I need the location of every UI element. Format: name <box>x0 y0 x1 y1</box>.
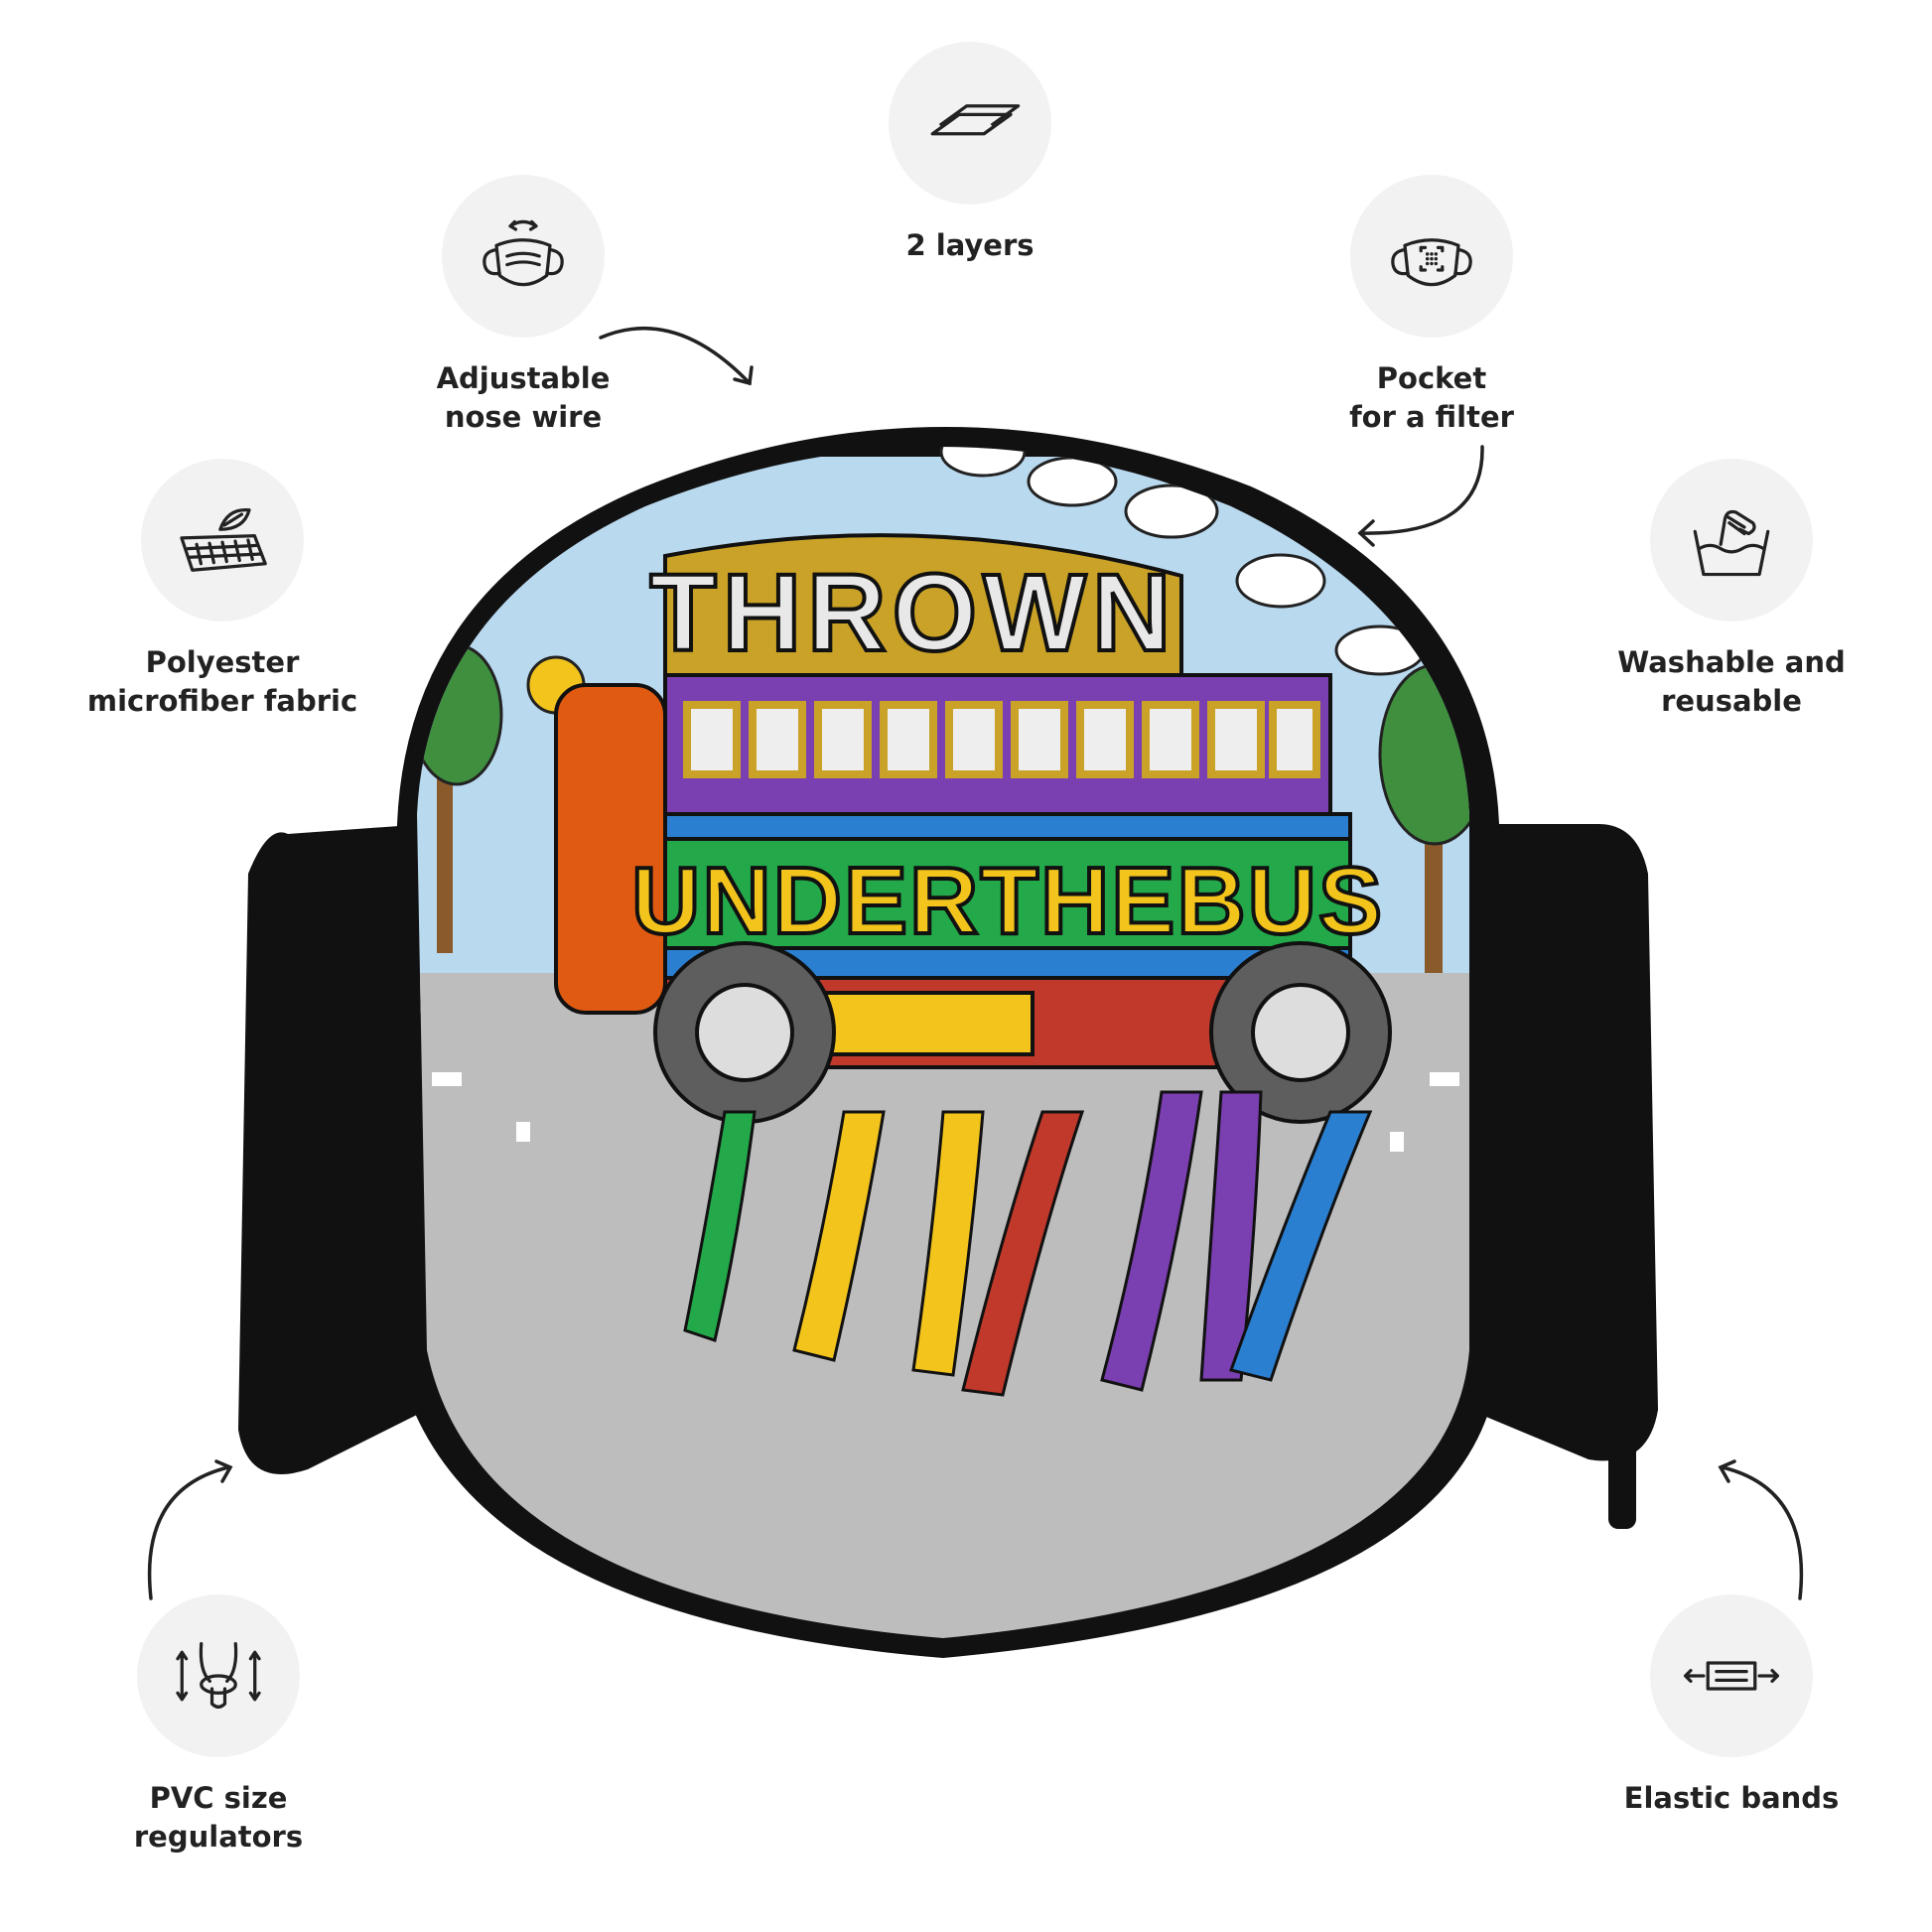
bus-bottom-words: UNDERTHEBUS <box>631 848 1384 954</box>
feature-pocket: Pocket for a filter <box>1283 175 1581 437</box>
arrow-elastic <box>1718 1459 1804 1600</box>
feature-nose-wire: Adjustable nose wire <box>374 175 672 437</box>
feature-washable: Washable and reusable <box>1583 459 1880 721</box>
feature-label: 2 layers <box>905 228 1035 262</box>
arrow-regulators <box>147 1459 233 1600</box>
feature-label: Adjustable nose wire <box>436 361 611 435</box>
elastic-band-icon <box>1650 1594 1813 1757</box>
bus-illustration <box>554 533 1392 1124</box>
feature-label: Washable and reusable <box>1617 645 1846 719</box>
filter-pocket-icon <box>1350 175 1513 338</box>
mask-artwork: THROWN UNDERTHEBUS <box>417 447 1469 1638</box>
arrow-nose-wire <box>599 326 754 386</box>
nose-wire-icon <box>442 175 605 338</box>
feature-fabric: Polyester microfiber fabric <box>73 459 371 721</box>
hand-wash-icon <box>1650 459 1813 621</box>
face-mask-product-image: THROWN UNDERTHEBUS <box>238 427 1658 1658</box>
bus-top-word: THROWN <box>650 552 1177 674</box>
mask-side-right <box>1469 824 1658 1529</box>
size-regulator-icon <box>137 1594 300 1757</box>
feature-two-layers: 2 layers <box>821 42 1119 265</box>
feature-regulators: PVC size regulators <box>69 1594 367 1857</box>
feature-label: PVC size regulators <box>133 1781 304 1855</box>
feature-label: Polyester microfiber fabric <box>86 645 358 719</box>
layers-icon <box>889 42 1051 205</box>
feature-elastic: Elastic bands <box>1583 1594 1880 1818</box>
fabric-icon <box>141 459 304 621</box>
feature-label: Pocket for a filter <box>1349 361 1514 435</box>
arrow-pocket <box>1357 445 1484 547</box>
mask-side-left <box>238 824 427 1474</box>
legs <box>683 1090 1373 1397</box>
feature-label: Elastic bands <box>1623 1781 1840 1815</box>
